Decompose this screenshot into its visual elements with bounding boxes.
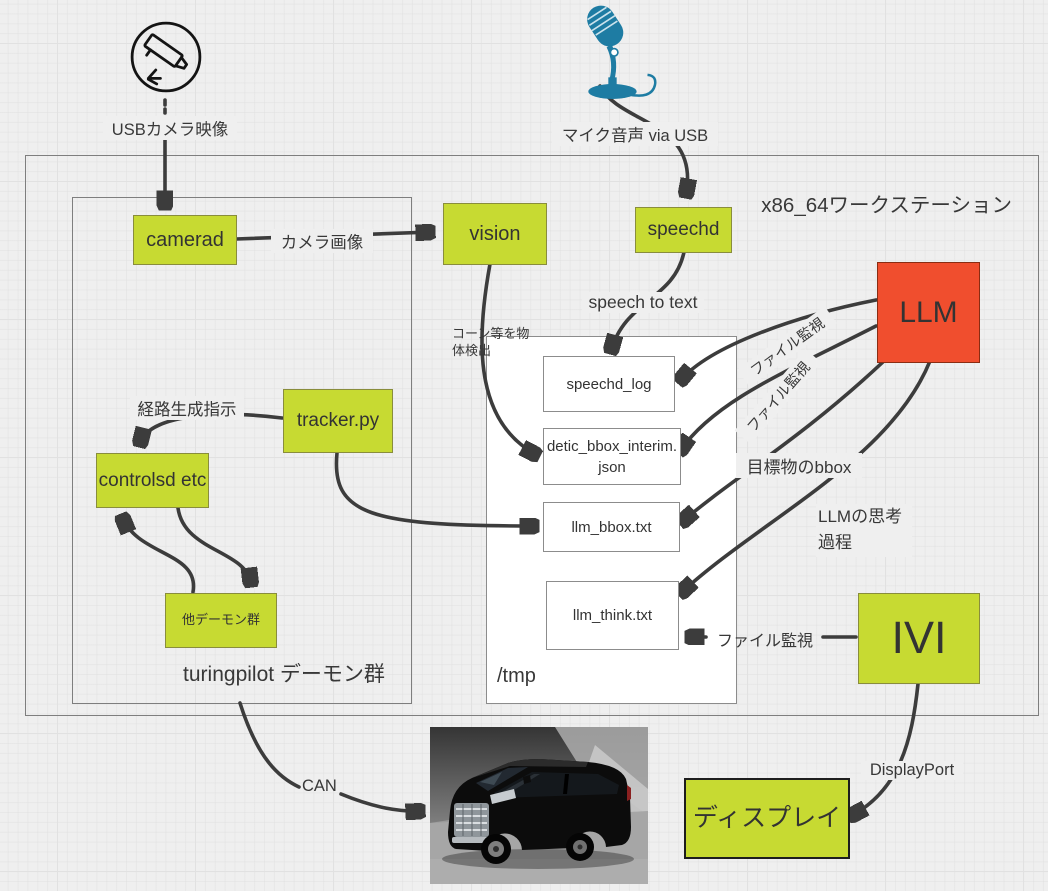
- node-vision: vision: [443, 203, 547, 265]
- node-controlsd-etc: controlsd etc: [96, 453, 209, 508]
- node-camerad: camerad: [133, 215, 237, 265]
- label-camera-image: カメラ画像: [271, 229, 373, 253]
- label-x86-workstation: x86_64ワークステーション: [761, 194, 1012, 217]
- microphone-icon: [587, 5, 657, 99]
- container-x86-workstation: [25, 155, 1039, 716]
- car-photo: [430, 727, 648, 884]
- edge-llm-deticbbox: [680, 324, 878, 451]
- edge-controlsd-otherdaemons: [176, 506, 251, 584]
- label-usb-camera-video: USBカメラ映像: [103, 116, 237, 140]
- node-tracker-py: tracker.py: [283, 389, 393, 453]
- edge-vision-deticbbox: [480, 262, 537, 455]
- label-displayport: DisplayPort: [861, 761, 963, 780]
- label-file-watch-3: ファイル監視: [716, 633, 813, 650]
- label-target-bbox: 目標物のbbox: [736, 453, 862, 478]
- label-cone-object-detection: コーン等を物体検出: [452, 326, 530, 358]
- edge-tracker-llmbbox: [334, 451, 536, 526]
- node-detic-bbox-file: detic_bbox_interim.json: [543, 428, 681, 485]
- node-ivi: IVI: [858, 593, 980, 684]
- node-speechd: speechd: [635, 207, 732, 253]
- edge-llm-llmthink: [681, 359, 932, 593]
- cctv-camera-icon: [130, 21, 202, 93]
- label-mic-audio-via-usb: マイク音声 via USB: [552, 122, 718, 146]
- node-display: ディスプレイ: [684, 778, 850, 859]
- edge-turingpilot-can: [238, 701, 301, 789]
- label-llm-thought-process: LLMの思考過程: [816, 504, 912, 557]
- label-can: CAN: [302, 777, 337, 795]
- edge-llm-speechdlog: [680, 298, 878, 381]
- node-llm-bbox-file: llm_bbox.txt: [543, 502, 680, 552]
- edge-otherdaemons-controlsd: [122, 517, 196, 594]
- node-speechd-log-file: speechd_log: [543, 356, 675, 412]
- node-other-daemons: 他デーモン群: [165, 593, 277, 648]
- node-llm-think-file: llm_think.txt: [546, 581, 679, 650]
- label-turingpilot-daemons: turingpilot デーモン群: [183, 663, 385, 686]
- label-speech-to-text: speech to text: [582, 292, 704, 313]
- edge-can-car: [339, 792, 422, 811]
- node-llm: LLM: [877, 262, 980, 363]
- edge-ivi-display: [851, 682, 920, 816]
- label-route-generation: 経路生成指示: [130, 396, 244, 420]
- label-tmp-folder: /tmp: [497, 665, 536, 687]
